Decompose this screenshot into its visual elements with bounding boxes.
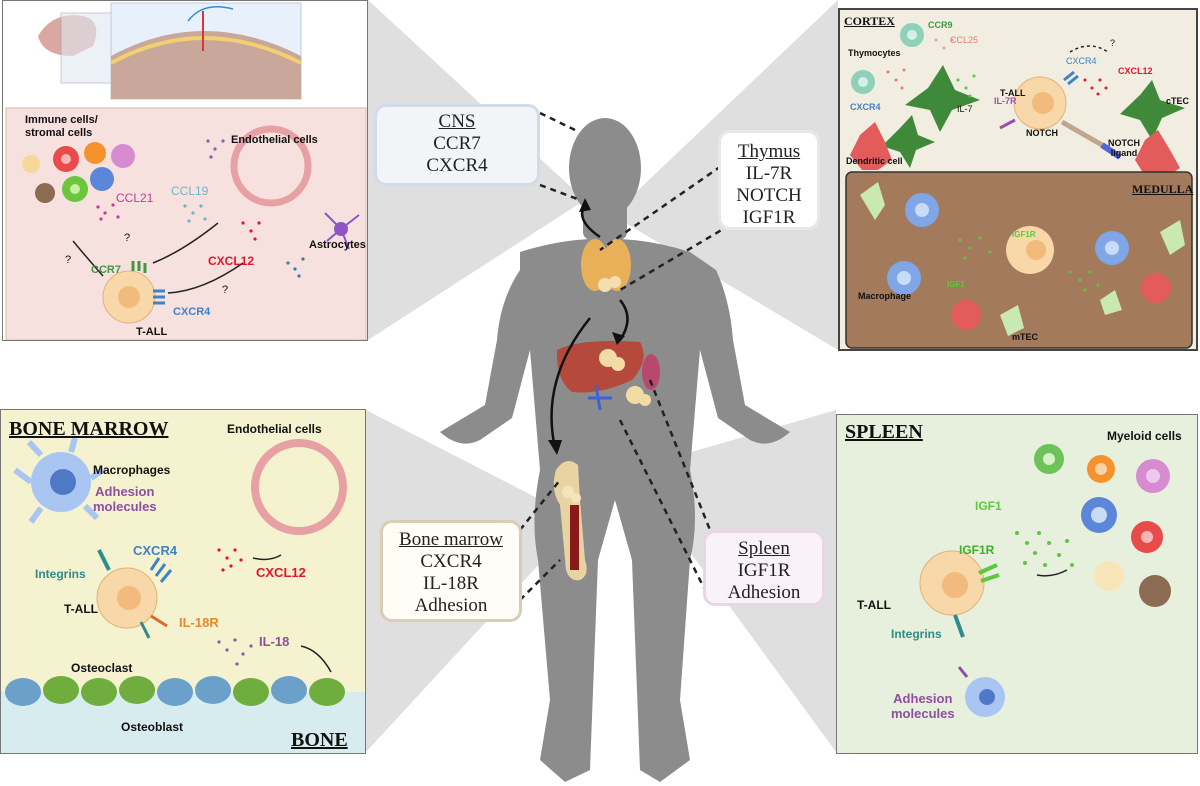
femur-organ — [553, 461, 587, 581]
thymus-igf1r-label: IGF1R — [1012, 230, 1036, 239]
thymus-question: ? — [1110, 38, 1116, 48]
bm-cxcr4-label: CXCR4 — [133, 543, 178, 558]
thymus-panel: CORTEX CCR9 CCL25 Thymocytes CXCR4 IL-7 … — [838, 8, 1198, 351]
bone-tag-line2: IL-18R — [423, 573, 479, 594]
cns-immune-label: Immune cells/ stromal cells — [25, 114, 98, 139]
spleen-panel: SPLEEN Myeloid cells IGF1 IGF1R T-ALL In… — [836, 414, 1198, 754]
thymus-tag-line1: IL-7R — [745, 163, 793, 184]
spleen-tag: Spleen IGF1R Adhesion — [703, 530, 825, 606]
cns-tag-line2: CXCR4 — [426, 155, 488, 176]
thymus-ccl25-label: CCL25 — [950, 35, 979, 45]
thymus-notch-ligand-label: NOTCH ligand — [1108, 138, 1140, 158]
cns-cxcl12-label: CXCL12 — [208, 254, 255, 268]
bm-osteoblast-label: Osteoblast — [121, 720, 184, 734]
cns-illustration — [5, 2, 367, 340]
thymus-cxcl12-label: CXCL12 — [1118, 66, 1153, 76]
cns-question-3: ? — [222, 284, 229, 296]
bm-il18-label: IL-18 — [259, 634, 290, 649]
thymus-medulla-title: MEDULLA — [1132, 182, 1194, 196]
bm-tall-label: T-ALL — [64, 602, 98, 616]
thymus-tag-line3: IGF1R — [742, 207, 796, 228]
thymus-illustration — [845, 23, 1193, 349]
bone-marrow-illustration — [1, 437, 365, 753]
liver-organ — [556, 341, 660, 411]
bone-marrow-tag: Bone marrow CXCR4 IL-18R Adhesion — [380, 520, 522, 622]
spleen-igf1-label: IGF1 — [975, 499, 1002, 513]
bone-title: BONE — [291, 729, 348, 751]
cns-panel: Immune cells/ stromal cells Endothelial … — [2, 0, 368, 341]
thymus-cxcr4-left-label: CXCR4 — [850, 102, 881, 112]
spleen-title: SPLEEN — [845, 421, 923, 443]
spleen-integrins-label: Integrins — [891, 627, 942, 641]
thymus-tag: Thymus IL-7R NOTCH IGF1R — [718, 130, 820, 230]
thymus-notch-label: NOTCH — [1026, 128, 1058, 138]
thymus-dendritic-label: Dendritic cell — [846, 156, 903, 166]
bm-adhesion-label: Adhesion molecules — [93, 484, 157, 514]
thymus-macrophage-label: Macrophage — [858, 291, 912, 301]
cns-tag-title: CNS — [438, 111, 476, 132]
bone-marrow-panel: BONE MARROW Endothelial cells Macrophage… — [0, 409, 366, 754]
bm-cxcl12-label: CXCL12 — [256, 565, 306, 580]
bone-tag-line1: CXCR4 — [420, 551, 482, 572]
spleen-tag-title: Spleen — [738, 538, 790, 559]
thymus-ctec-label: cTEC — [1166, 96, 1190, 106]
thymus-mtec-label: mTEC — [1012, 332, 1039, 342]
bm-macrophages-label: Macrophages — [93, 463, 171, 477]
thymus-thymocytes-label: Thymocytes — [848, 48, 901, 58]
bm-endothelial-label: Endothelial cells — [227, 422, 322, 436]
cns-question-2: ? — [124, 232, 131, 244]
cns-tag-line1: CCR7 — [433, 133, 481, 154]
thymus-organ — [581, 239, 631, 292]
bone-tag-line3: Adhesion — [414, 595, 488, 616]
bone-marrow-title: BONE MARROW — [9, 418, 169, 440]
cns-ccl21-label: CCL21 — [116, 191, 154, 205]
spleen-tag-line2: Adhesion — [727, 582, 801, 603]
spleen-myeloid-label: Myeloid cells — [1107, 429, 1182, 443]
thymus-il7-label: IL-7 — [957, 104, 973, 114]
spleen-illustration — [919, 444, 1171, 717]
spleen-tall-label: T-ALL — [857, 598, 891, 612]
thymus-igf1-label: IGF1 — [947, 280, 965, 289]
thymus-il7r-label: IL-7R — [994, 96, 1017, 106]
cns-ccl19-label: CCL19 — [171, 184, 209, 198]
thymus-ccr9-label: CCR9 — [928, 20, 953, 30]
cns-question-1: ? — [65, 254, 72, 266]
cns-tag: CNS CCR7 CXCR4 — [374, 104, 540, 186]
thymus-tag-line2: NOTCH — [736, 185, 802, 206]
thymus-cortex-title: CORTEX — [844, 14, 895, 28]
bm-osteoclast-label: Osteoclast — [71, 661, 133, 675]
cns-endothelial-label: Endothelial cells — [231, 134, 318, 146]
cns-cxcr4-label: CXCR4 — [173, 306, 211, 318]
cns-tall-label: T-ALL — [136, 326, 168, 338]
cns-ccr7-label: CCR7 — [91, 264, 121, 276]
spleen-tag-line1: IGF1R — [737, 560, 791, 581]
bone-tag-title: Bone marrow — [399, 529, 503, 550]
cns-astrocytes-label: Astrocytes — [309, 239, 366, 251]
bm-il18r-label: IL-18R — [179, 615, 219, 630]
spleen-igf1r-label: IGF1R — [959, 543, 995, 557]
thymus-tag-title: Thymus — [737, 141, 801, 162]
thymus-cxcr4-label: CXCR4 — [1066, 56, 1097, 66]
spleen-adhesion-label: Adhesion molecules — [891, 691, 955, 721]
bm-integrins-label: Integrins — [35, 567, 86, 581]
thymus-tall-label: T-ALL — [1000, 88, 1026, 98]
